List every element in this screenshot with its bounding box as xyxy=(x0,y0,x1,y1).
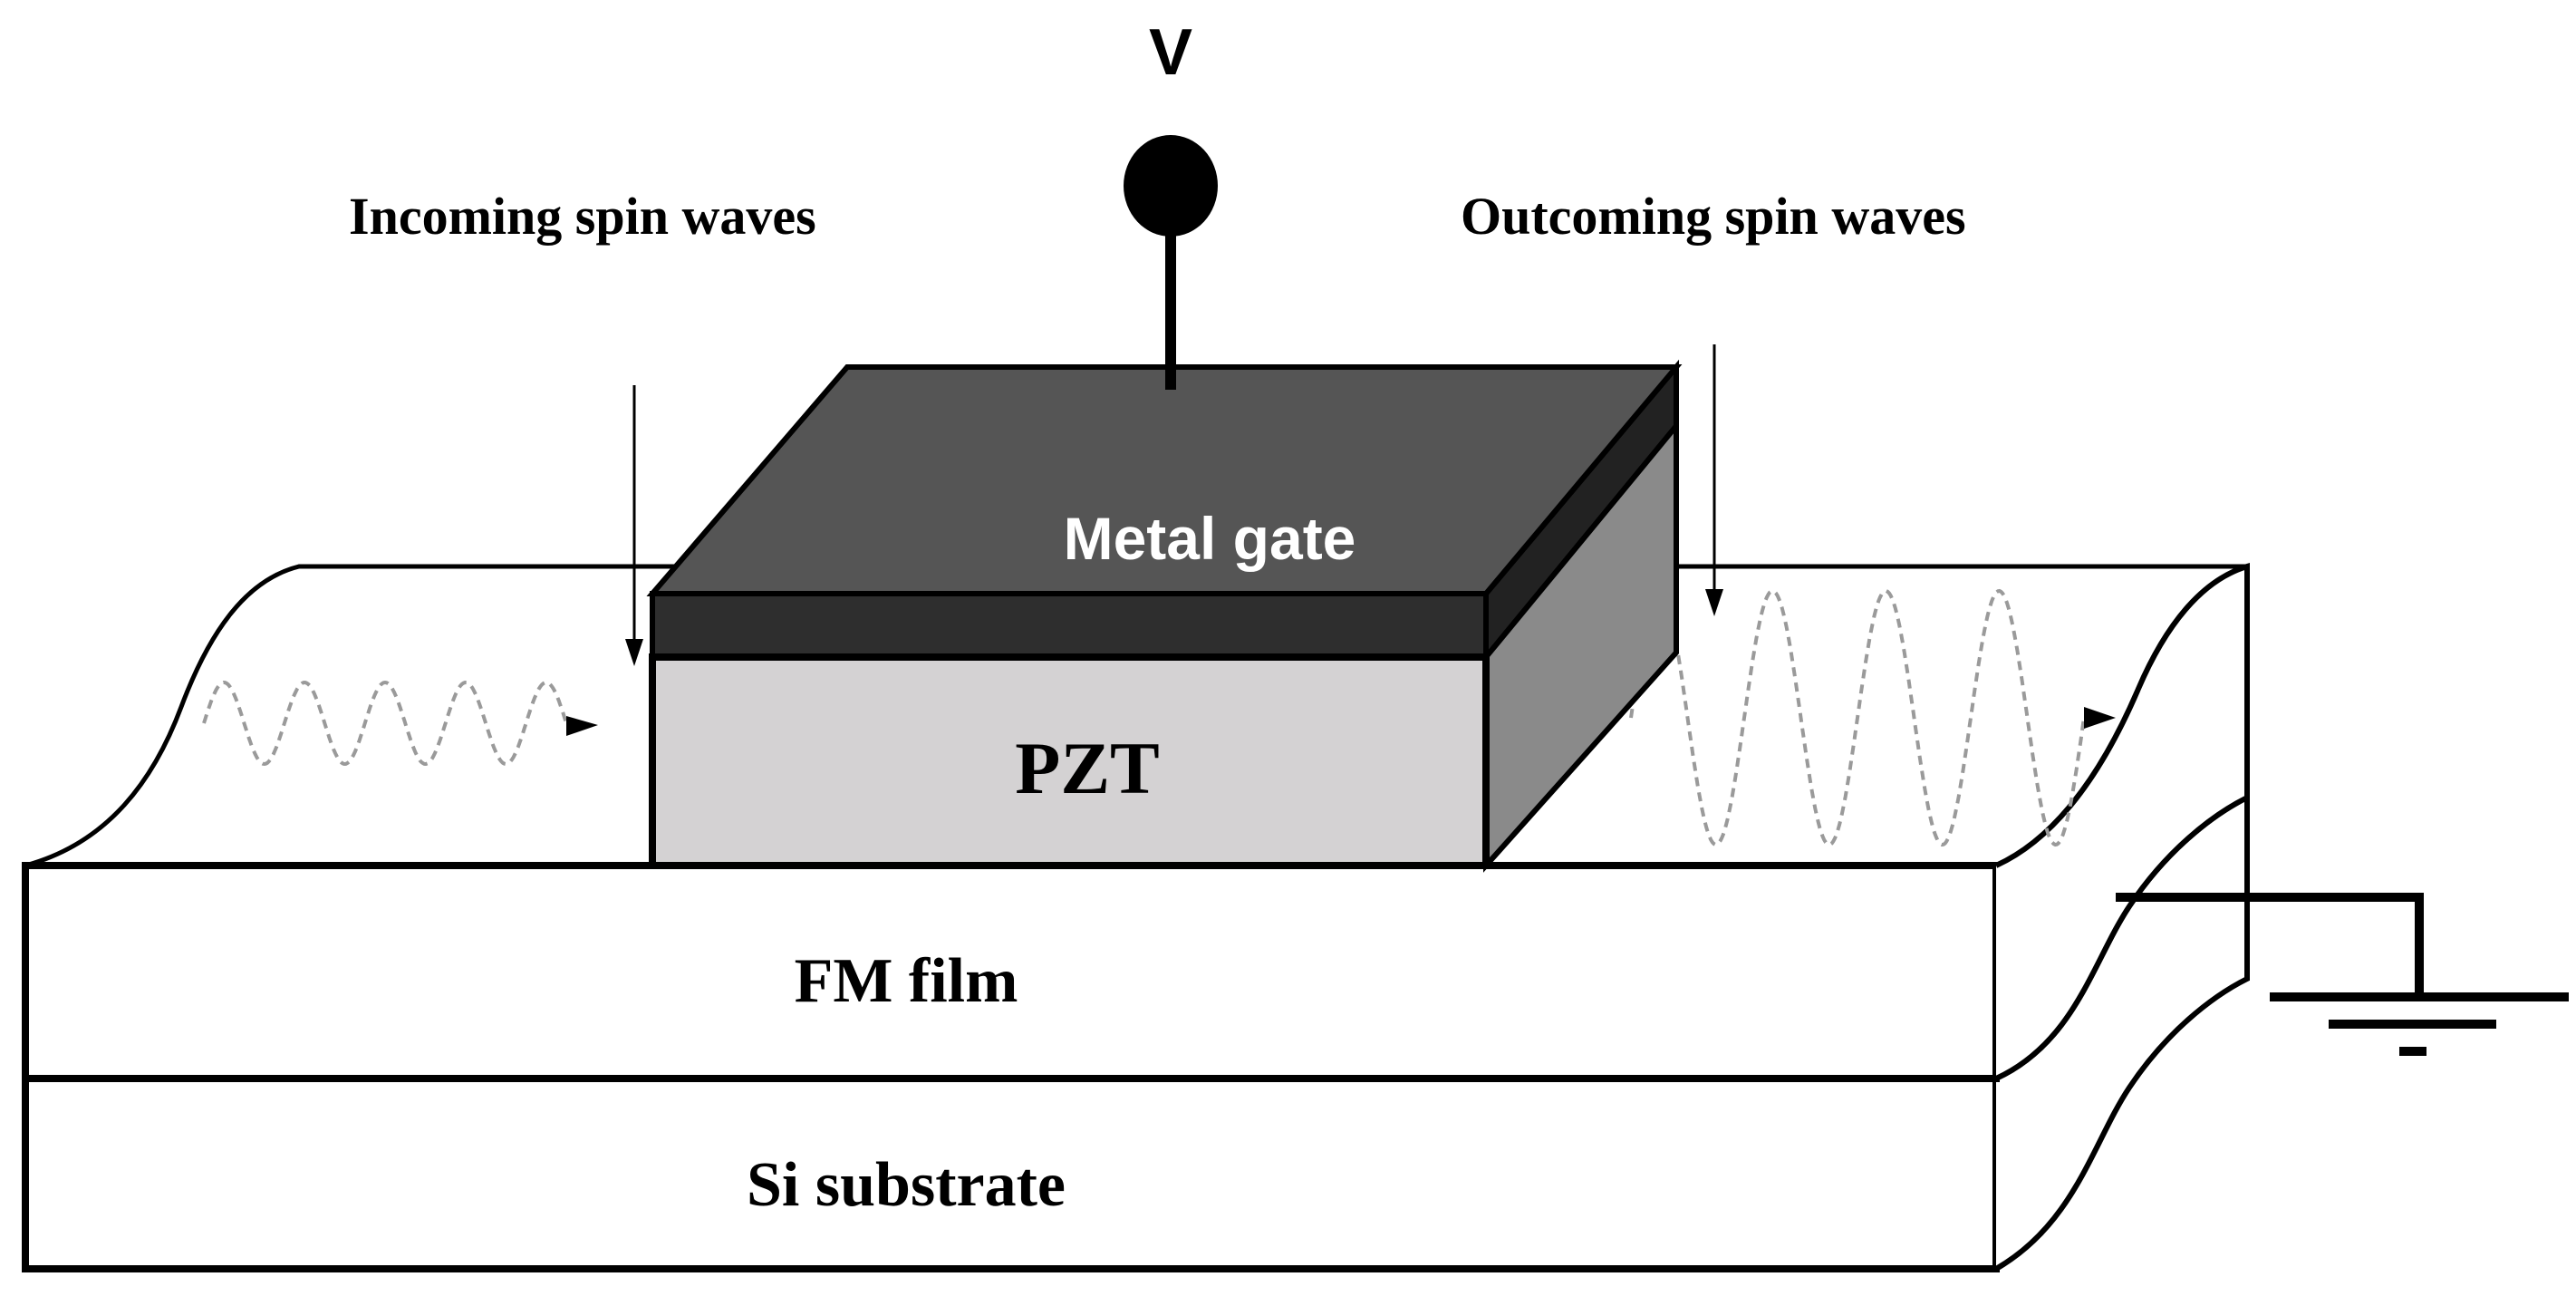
outcoming-spin-waves-label: Outcoming spin waves xyxy=(1461,187,1966,246)
outcoming-wave-arrowhead xyxy=(2084,707,2116,729)
incoming-wave-line xyxy=(202,680,568,767)
voltage-label: V xyxy=(1149,16,1192,89)
fm-film-right-wavy-edge xyxy=(1994,562,2250,1081)
incoming-wave-arrowhead xyxy=(566,716,598,736)
incoming-indicator-arrow xyxy=(625,385,643,666)
metal-gate-front-face xyxy=(650,591,1489,660)
incoming-spin-wave xyxy=(202,680,598,767)
outcoming-wave-line xyxy=(1629,588,2086,847)
incoming-spin-waves-label: Incoming spin waves xyxy=(349,187,816,246)
gate-stack: Metal gate PZT xyxy=(646,359,1683,873)
outcoming-spin-wave xyxy=(1629,588,2116,847)
pzt-front-face xyxy=(649,653,1490,869)
fm-film-label: FM film xyxy=(795,946,1018,1016)
si-substrate-layer xyxy=(22,793,2250,1272)
metal-gate-label: Metal gate xyxy=(1064,505,1356,572)
voltage-terminal: V xyxy=(1124,16,1218,390)
si-substrate-front-face xyxy=(22,1075,2000,1272)
pzt-label: PZT xyxy=(1015,727,1159,809)
si-substrate-label: Si substrate xyxy=(747,1150,1066,1220)
outcoming-indicator-arrow xyxy=(1705,344,1723,616)
ground-symbol xyxy=(2116,893,2569,1056)
voltage-contact-dot xyxy=(1124,135,1218,237)
